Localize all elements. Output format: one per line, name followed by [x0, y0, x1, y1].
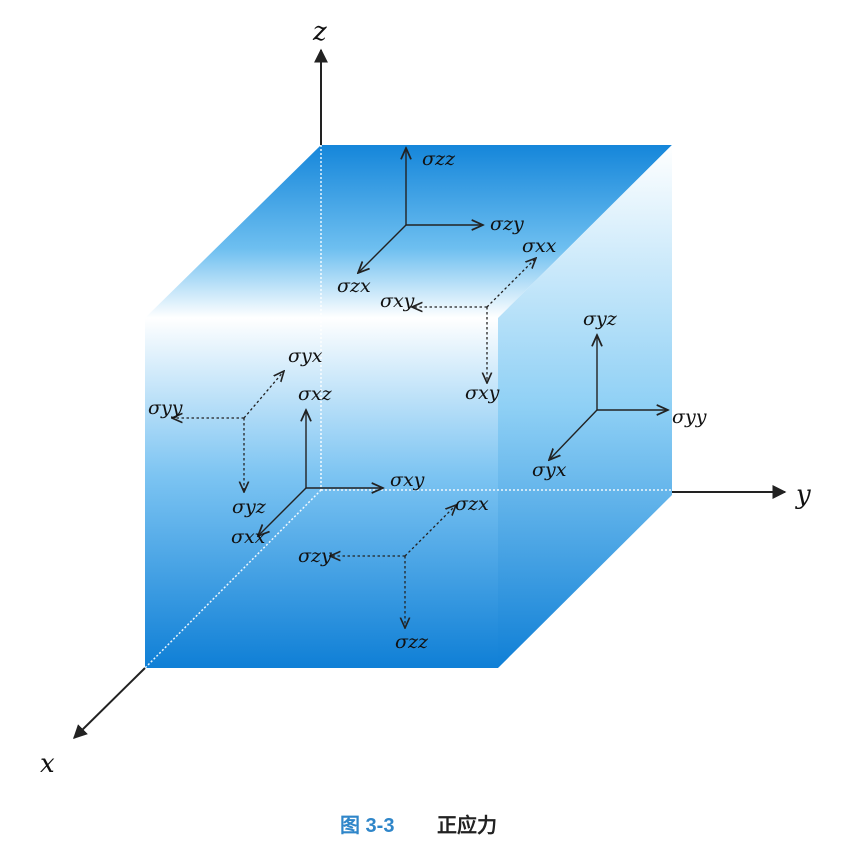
y-axis-label: y: [795, 480, 811, 510]
stress-label-mid-xz: σxz: [298, 383, 333, 405]
bottom-face-stresses: [330, 505, 456, 628]
stress-label-front-zz: σzz: [395, 631, 429, 653]
figure-number: 图 3-3: [340, 814, 394, 837]
stress-label-top-zy: σzy: [490, 213, 524, 235]
stress-label-top-zz: σzz: [422, 148, 456, 170]
cube-right-face: [498, 145, 672, 668]
stress-label-front-zx: σzx: [455, 493, 489, 515]
stress-label-left-yx: σyx: [288, 345, 323, 367]
stress-label-mid-xy: σxy: [390, 469, 425, 491]
stress-label-left-yy: σyy: [148, 397, 183, 419]
right-face-stresses: [549, 335, 668, 460]
stress-label-right-yx: σyx: [532, 459, 567, 481]
cube-top-face: [145, 145, 672, 318]
coordinate-axes: [73, 48, 787, 739]
x-axis-label: x: [40, 749, 55, 779]
origin-stresses: [258, 410, 383, 536]
stress-label-left-yz: σyz: [232, 496, 267, 518]
cube-front-face: [145, 318, 498, 668]
figure-title: 正应力: [437, 813, 497, 837]
z-axis-label: z: [312, 17, 327, 47]
stress-label-right-yy: σyy: [672, 406, 707, 428]
back-face-stresses: [412, 258, 536, 383]
stress-label-back-xy-down: σxy: [465, 382, 500, 404]
stress-label-back-xy-left: σxy: [380, 290, 415, 312]
stress-label-right-yz: σyz: [583, 308, 618, 330]
cube-hidden-edges: [144, 145, 672, 669]
top-face-stresses: [358, 148, 483, 273]
stress-label-front-zy: σzy: [298, 545, 332, 567]
left-face-stresses: [172, 371, 284, 492]
stress-label-top-zx: σzx: [337, 275, 371, 297]
stress-label-back-xx: σxx: [522, 235, 557, 257]
stress-label-mid-xx: σxx: [231, 526, 266, 548]
